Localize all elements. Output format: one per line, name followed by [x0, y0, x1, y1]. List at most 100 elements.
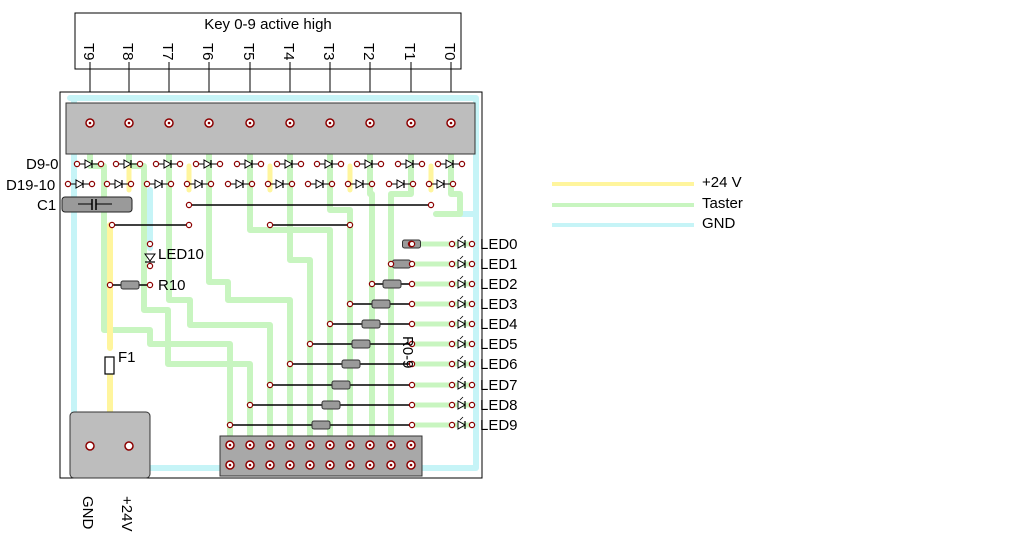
diode-icon — [114, 179, 124, 189]
resistor-r2 — [382, 279, 402, 289]
resistor-r1 — [392, 259, 411, 269]
pad — [183, 180, 191, 188]
pad — [328, 180, 336, 188]
pad — [246, 401, 254, 409]
pad — [448, 280, 456, 288]
pad — [264, 180, 272, 188]
pad — [146, 262, 154, 270]
header-pad-hole — [288, 443, 292, 447]
gnd-trace-frame — [67, 95, 479, 471]
resistor-r9 — [311, 420, 331, 430]
legend-swatch — [552, 223, 694, 227]
led-ray — [459, 396, 464, 401]
key-label: T8 — [119, 43, 136, 61]
pad — [408, 300, 416, 308]
taster-trace — [327, 120, 353, 443]
pad — [434, 160, 442, 168]
legend-label: Taster — [702, 194, 743, 212]
pad — [337, 160, 345, 168]
led-ray — [459, 335, 464, 340]
pad — [449, 180, 457, 188]
pad — [207, 180, 215, 188]
key-pad-hole — [167, 121, 171, 125]
pad — [448, 401, 456, 409]
key-connector-frame — [74, 12, 462, 70]
pad — [176, 160, 184, 168]
taster-trace — [433, 120, 463, 217]
led-icon — [457, 359, 467, 369]
pad — [344, 180, 352, 188]
taster-trace — [206, 120, 293, 443]
header-pads — [85, 440, 416, 470]
led-label: LED7 — [480, 377, 518, 394]
pad — [88, 180, 96, 188]
pad — [216, 160, 224, 168]
diode-icon — [244, 159, 254, 169]
header-pad-hole — [409, 443, 413, 447]
diode-row-a-label: D9-0 — [26, 156, 59, 173]
header-pad-hole — [228, 463, 232, 467]
legend-label: +24 V — [702, 174, 742, 191]
terminal-pad — [124, 441, 134, 451]
pad — [257, 160, 265, 168]
pad — [224, 180, 232, 188]
diode-icon — [436, 179, 446, 189]
taster-trace — [247, 120, 313, 443]
pad — [408, 401, 416, 409]
pad — [185, 221, 193, 229]
diode-icon — [324, 159, 334, 169]
header-pad-hole — [348, 463, 352, 467]
pad — [408, 421, 416, 429]
header-pad-hole — [308, 443, 312, 447]
key-pad-hole — [127, 121, 131, 125]
pad — [288, 180, 296, 188]
terminal-pad — [85, 441, 95, 451]
led-ray — [459, 315, 464, 320]
diode-icon — [123, 159, 133, 169]
pad — [103, 180, 111, 188]
pad — [468, 340, 476, 348]
r0-9-label: R0-9 — [399, 336, 416, 369]
pad — [226, 421, 234, 429]
header-pad-hole — [248, 443, 252, 447]
pad — [468, 260, 476, 268]
led-icon — [457, 239, 467, 249]
pad — [408, 320, 416, 328]
key-label: T6 — [199, 43, 216, 61]
taster-trace — [388, 120, 414, 443]
f1-label: F1 — [118, 349, 136, 366]
led-label: LED9 — [480, 417, 518, 434]
pad — [418, 160, 426, 168]
pad — [468, 280, 476, 288]
header-pad-hole — [228, 443, 232, 447]
pad — [377, 160, 385, 168]
key-pad-hole — [288, 121, 292, 125]
pad — [408, 340, 416, 348]
key-pad-hole — [409, 121, 413, 125]
pad — [368, 180, 376, 188]
header-pad-hole — [389, 443, 393, 447]
header-pad-hole — [328, 463, 332, 467]
led-ray — [459, 255, 464, 260]
diode-icon — [203, 159, 213, 169]
key-pad-strip — [65, 102, 476, 155]
pad — [346, 300, 354, 308]
led-ray — [459, 376, 464, 381]
key-pad-hole — [88, 121, 92, 125]
header-pad-hole — [308, 463, 312, 467]
pad — [185, 201, 193, 209]
pad — [448, 300, 456, 308]
pad — [108, 221, 116, 229]
legend-label: GND — [702, 215, 736, 232]
header-pad-hole — [368, 443, 372, 447]
diode-icon — [355, 179, 365, 189]
taster-trace — [287, 120, 333, 443]
pad — [106, 281, 114, 289]
header-pad-hole — [348, 443, 352, 447]
header-pad-hole — [248, 463, 252, 467]
led-label: LED5 — [480, 336, 518, 353]
key-pad-hole — [328, 121, 332, 125]
pad — [304, 180, 312, 188]
components: R0-R96,8 kOhmTaster-LED VorwiderstandR10… — [64, 159, 476, 430]
